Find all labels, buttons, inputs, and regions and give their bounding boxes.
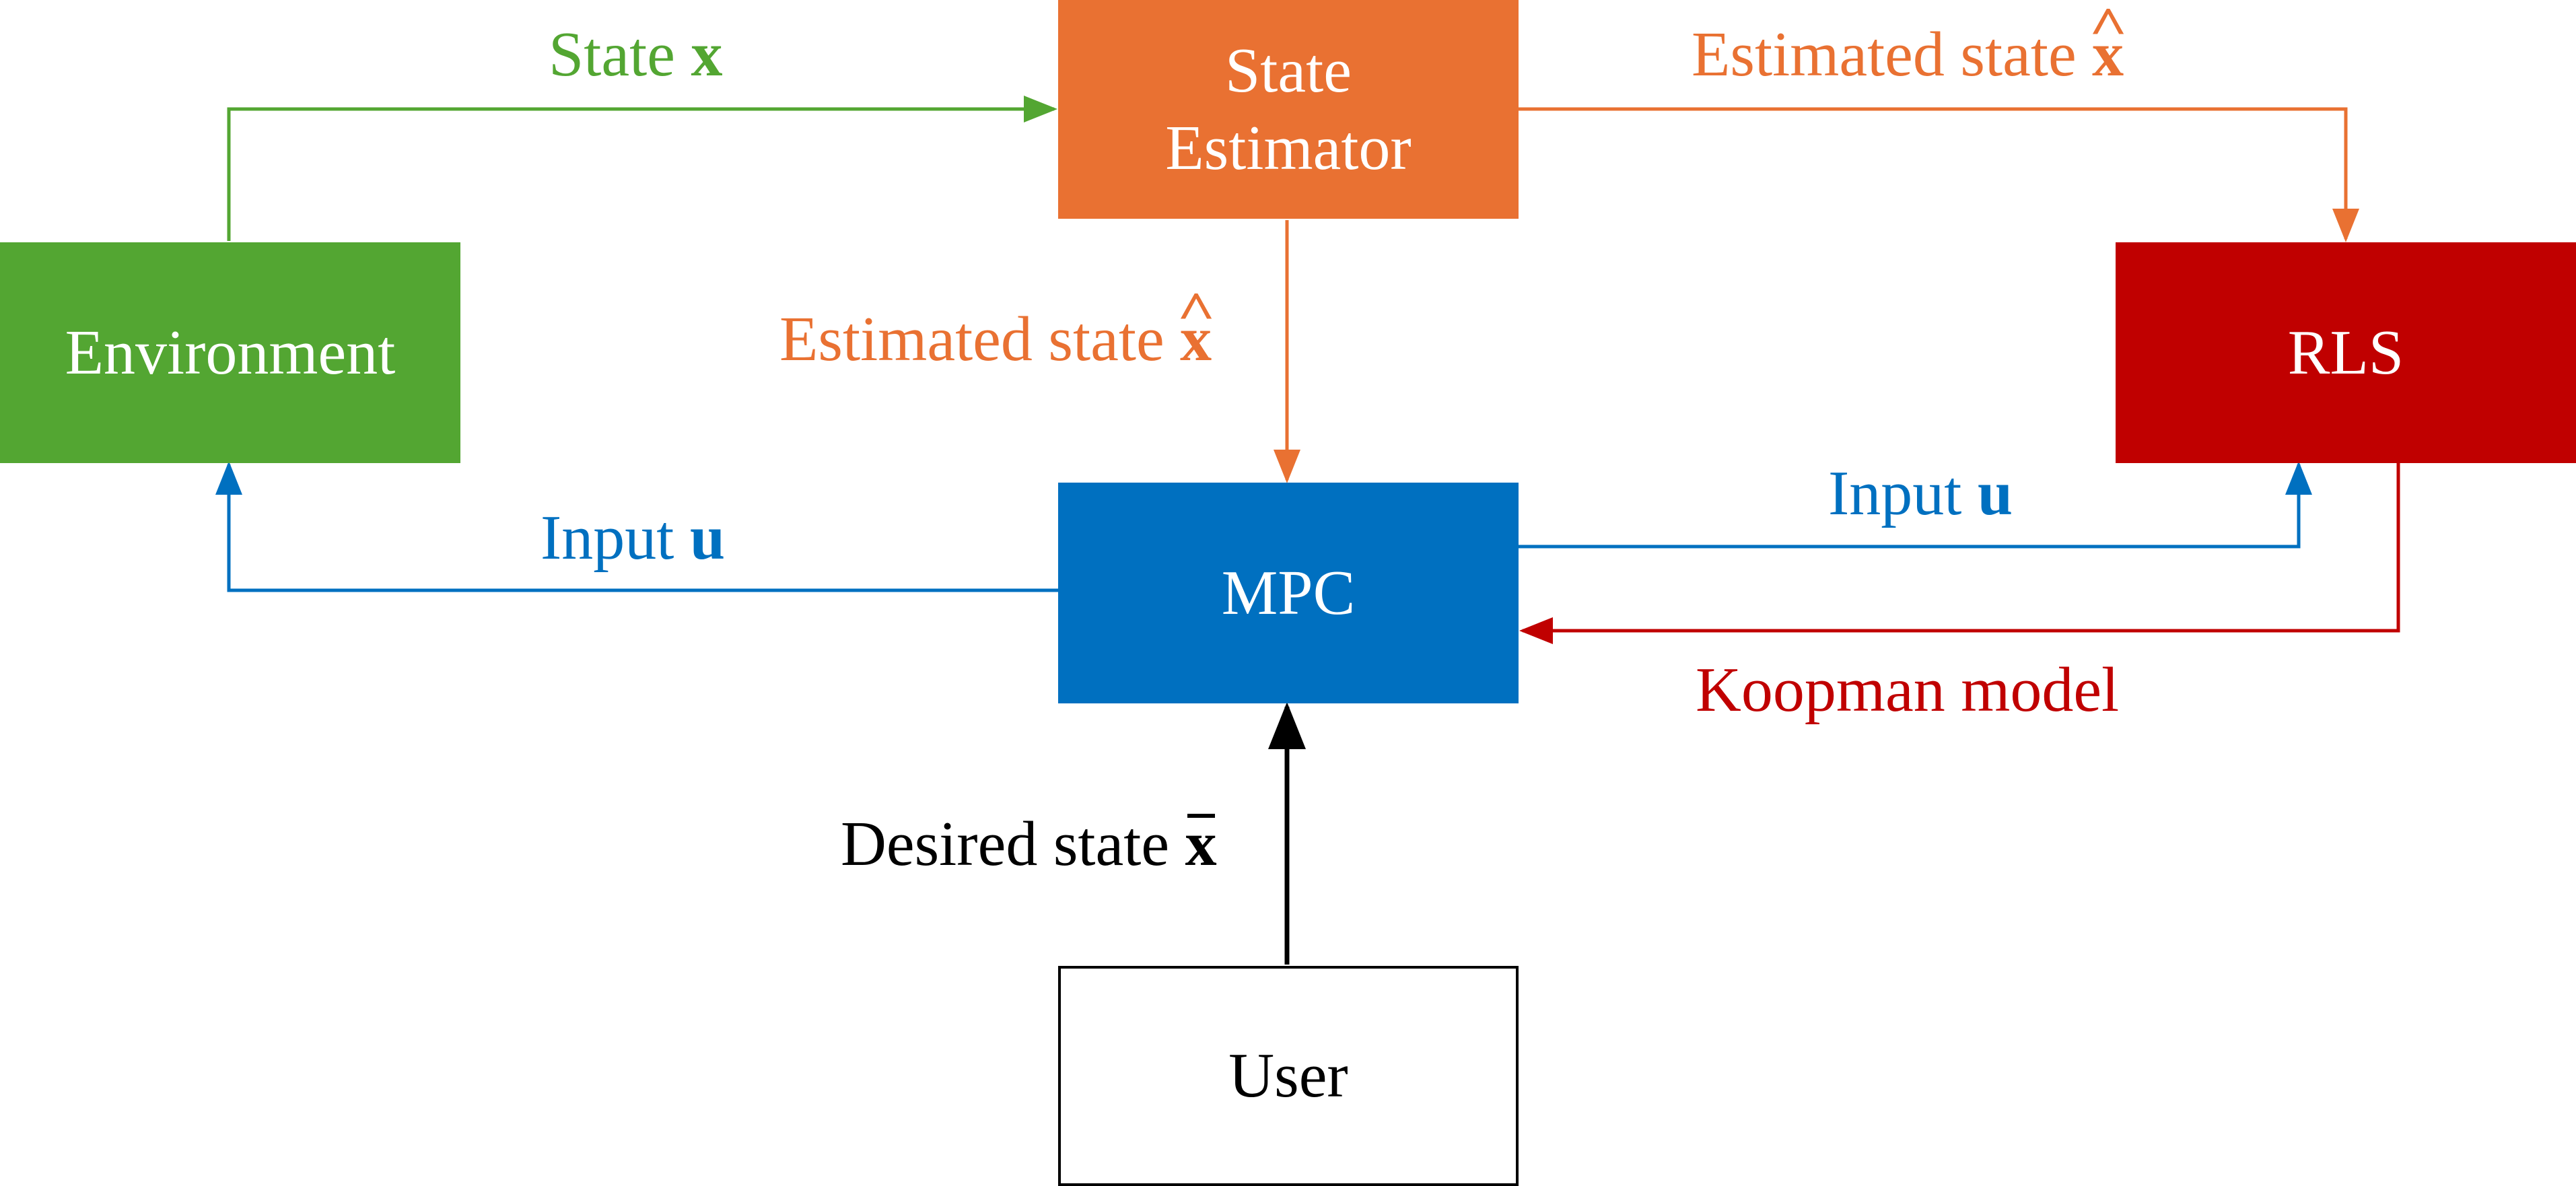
- arrow-estimator-to-rls: [1519, 107, 2359, 242]
- symbol-u: u: [689, 503, 726, 573]
- mpc-block: MPC: [1058, 483, 1519, 703]
- rls-block: RLS: [2116, 242, 2576, 463]
- symbol-x-hat: x: [2092, 23, 2124, 86]
- symbol-x: x: [691, 20, 723, 90]
- rls-label: RLS: [2287, 317, 2404, 388]
- arrow-mpc-to-environment: [215, 461, 1058, 592]
- environment-label: Environment: [65, 317, 396, 388]
- arrow-rls-to-mpc: [1519, 463, 2400, 644]
- label-estimated-state-mid: Estimated state x: [779, 308, 1212, 371]
- label-input-right: Input u: [1828, 458, 2013, 528]
- user-block: User: [1058, 966, 1519, 1186]
- label-input-left: Input u: [541, 503, 726, 573]
- label-desired-state: Desired state x: [841, 809, 1217, 879]
- symbol-x-hat: x: [1180, 308, 1212, 371]
- symbol-u: u: [1977, 458, 2013, 528]
- label-koopman-model: Koopman model: [1696, 655, 2120, 725]
- environment-block: Environment: [0, 242, 460, 463]
- state-estimator-block: State Estimator: [1058, 0, 1519, 219]
- arrow-mpc-to-rls: [1519, 461, 2312, 549]
- state-estimator-label-line2: Estimator: [1165, 112, 1412, 183]
- label-estimated-state-top: Estimated state x: [1692, 23, 2124, 86]
- state-estimator-label-line1: State: [1225, 35, 1352, 106]
- mpc-label: MPC: [1221, 557, 1356, 628]
- symbol-x-bar: x: [1185, 809, 1217, 879]
- label-state-x: State x: [549, 20, 723, 90]
- user-label: User: [1228, 1041, 1348, 1111]
- arrow-environment-to-estimator: [227, 96, 1057, 241]
